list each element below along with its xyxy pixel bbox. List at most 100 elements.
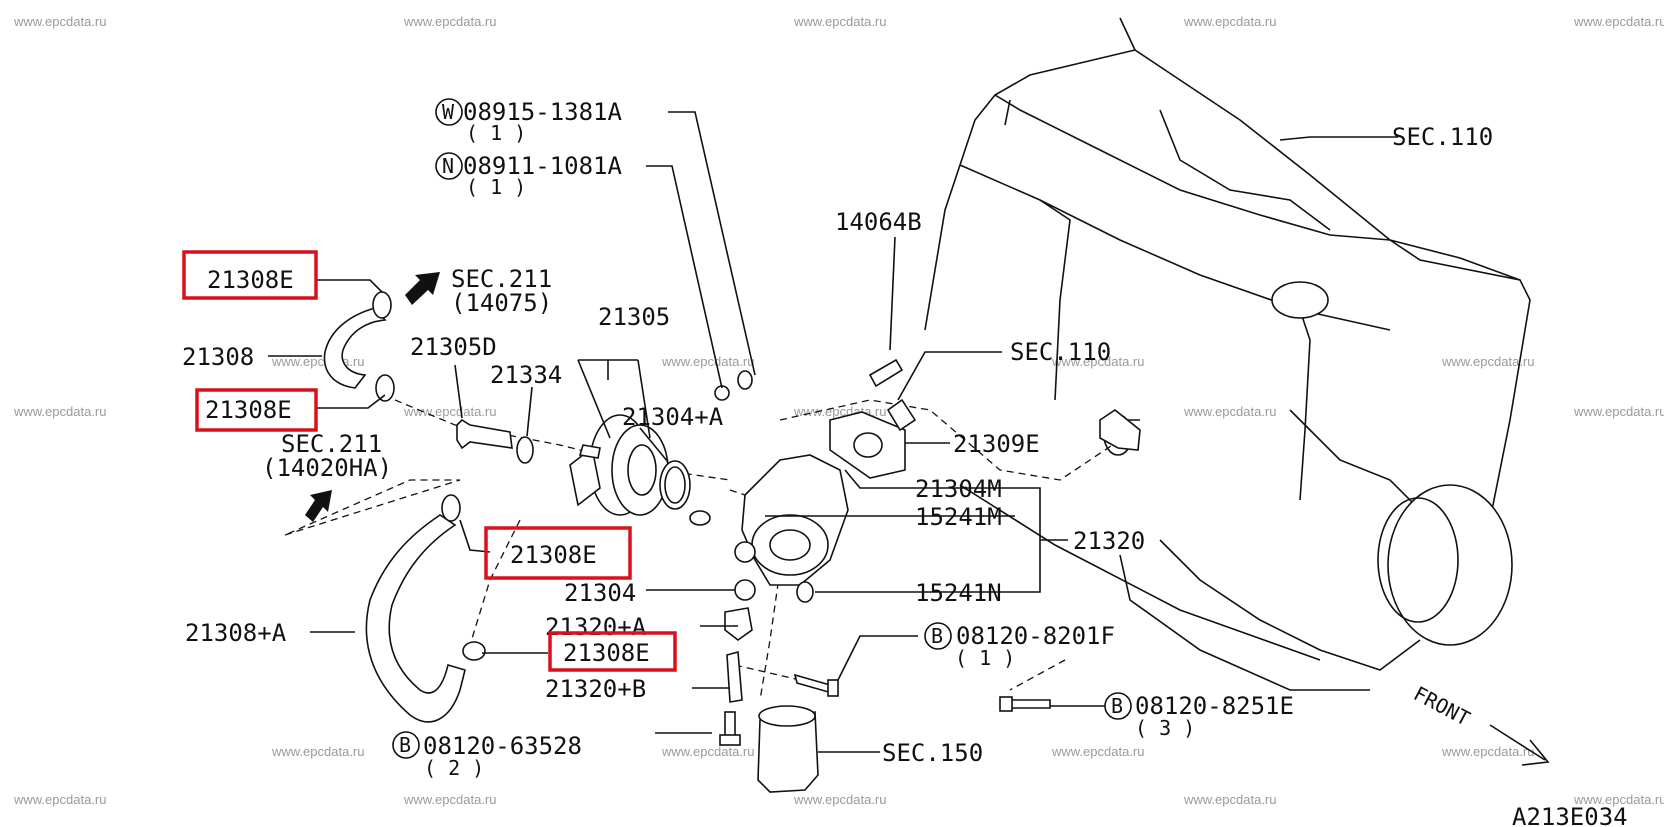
part-number: 08120-63528 [423,732,582,760]
watermark: www.epcdata.ru [1441,354,1535,369]
callout-prefix: W [442,100,455,124]
watermark: www.epcdata.ru [661,744,755,759]
bolt-08120-8251e [999,696,1051,712]
label-21304-a: 21304+A [622,403,724,431]
label-21320: 21320 [1073,527,1145,555]
watermark: www.epcdata.ru [403,792,497,807]
watermark: www.epcdata.ru [793,14,887,29]
watermark: www.epcdata.ru [1573,404,1664,419]
oil-cooler-housing-21320 [689,454,849,603]
label-sec211-ref: (14075) [451,289,552,317]
highlight-box [548,631,677,672]
front-label: FRONT [1410,681,1474,730]
callout-prefix: B [399,733,411,757]
label-sec110: SEC.110 [1010,338,1111,366]
fitting-sec110 [886,398,917,432]
o-ring-21304-a [659,460,691,510]
label-21304m: 21304M [915,475,1002,503]
label-21304: 21304 [564,579,636,607]
arrow-icon [405,272,440,305]
callout-b-08120-63528: B 08120-63528 ( 2 ) [392,731,582,780]
label-21305d: 21305D [410,333,497,361]
watermark: www.epcdata.ru [793,792,887,807]
part-number: 08120-8251E [1135,692,1294,720]
label-sec211: SEC.211 [451,265,552,293]
watermark: www.epcdata.ru [13,14,107,29]
label-21320-b: 21320+B [545,675,646,703]
highlighted-21308e-3[interactable]: 21308E [484,526,632,580]
coolant-hose-21308 [323,307,387,389]
hose-clamps [372,291,486,661]
bolt-08120-63528 [719,711,741,746]
watermark: www.epcdata.ru [1051,354,1145,369]
label-21308e: 21308E [205,396,292,424]
highlight-box [182,250,318,300]
highlighted-21308e-2[interactable]: 21308E [195,388,318,432]
callout-n-08911-1081a: N 08911-1081A ( 1 ) [435,152,622,199]
label-21334: 21334 [490,361,562,389]
callout-b-08120-8201f: B 08120-8201F ( 1 ) [924,622,1115,670]
arrow-icon [305,490,332,522]
callout-w-08915-1381a: W 08915-1381A ( 1 ) [435,98,622,145]
label-21309e: 21309E [953,430,1040,458]
watermark: www.epcdata.ru [1183,404,1277,419]
highlight-box [484,526,632,580]
label-14064b: 14064B [835,208,922,236]
callout-b-08120-8251e: B 08120-8251E ( 3 ) [1104,692,1294,740]
label-sec211: SEC.211 [281,430,382,458]
watermark: www.epcdata.ru [1573,14,1664,29]
connector-21305d [456,418,513,450]
part-number: 08911-1081A [463,152,622,180]
label-sec110: SEC.110 [1392,123,1493,151]
watermark: www.epcdata.ru [1441,744,1535,759]
bracket-21320-b [726,650,743,703]
part-quantity: ( 1 ) [955,646,1015,670]
leader-lines [268,111,1398,753]
stud-14064b [868,358,904,388]
part-quantity: ( 3 ) [1135,716,1195,740]
part-quantity: ( 1 ) [466,175,526,199]
label-21308e: 21308E [563,639,650,667]
bolt-08120-8201f [793,673,839,697]
part-number: 08915-1381A [463,98,622,126]
callout-prefix: B [1111,694,1123,718]
oil-cooler-21305 [569,414,669,516]
highlight-box [195,388,318,432]
label-21305: 21305 [598,303,670,331]
watermark: www.epcdata.ru [403,404,497,419]
oil-filter-sec150 [757,705,819,793]
label-15241m: 15241M [915,503,1002,531]
watermark: www.epcdata.ru [403,14,497,29]
highlighted-21308e-4[interactable]: 21308E [548,631,677,672]
part-quantity: ( 1 ) [466,121,526,145]
label-sec211-ref: (14020HA) [262,454,392,482]
label-21308-a: 21308+A [185,619,287,647]
gasket-engine-side [1099,409,1141,451]
label-21308e: 21308E [207,266,294,294]
bracket-21320-a [724,607,753,641]
callout-prefix: B [931,624,943,648]
flow-arrows [305,272,440,522]
gasket-21309e [829,411,906,479]
watermark: www.epcdata.ru [1051,744,1145,759]
label-21320-a: 21320+A [545,613,647,641]
watermark: www.epcdata.ru [13,792,107,807]
figure-code: A213E034 [1512,803,1628,827]
watermark: www.epcdata.ru [1183,792,1277,807]
part-quantity: ( 2 ) [424,756,484,780]
o-ring-21334 [516,436,534,464]
part-number: 08120-8201F [956,622,1115,650]
label-21308e: 21308E [510,541,597,569]
part-labels: SEC.110 14064B SEC.211 (14075) 21305 SEC… [182,123,1628,827]
engine-block-drawing [924,17,1531,691]
label-sec150: SEC.150 [882,739,983,767]
nut-and-washer [714,370,753,401]
label-15241n: 15241N [915,579,1002,607]
label-21308: 21308 [182,343,254,371]
highlighted-21308e-1[interactable]: 21308E [182,250,318,300]
callout-prefix: N [442,154,454,178]
watermark: www.epcdata.ru [661,354,755,369]
watermark: www.epcdata.ru [1183,14,1277,29]
coolant-hose-21308-a [365,514,466,723]
